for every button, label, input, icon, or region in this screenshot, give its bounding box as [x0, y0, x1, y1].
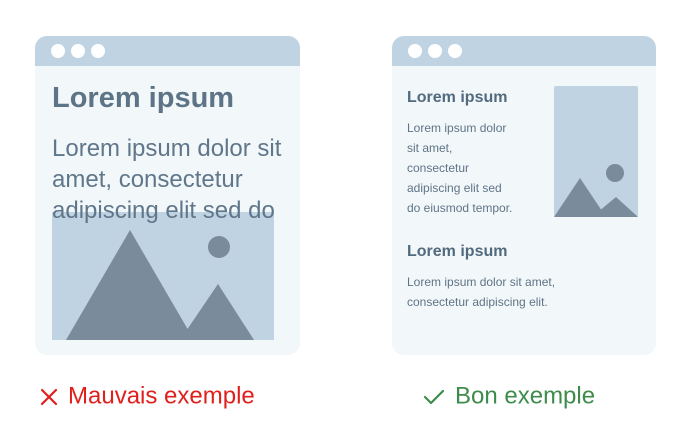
good-section1-body-line: consectetur: [407, 161, 470, 175]
window-dot-icon: [51, 44, 65, 58]
good-section2-body-line: Lorem ipsum dolor sit amet,: [407, 275, 556, 289]
good-example-caption: Bon exemple: [423, 382, 595, 411]
good-example-window: Lorem ipsum Lorem ipsum dolor sit amet, …: [392, 36, 656, 355]
bad-example-body: Lorem ipsum dolor sit amet, consectetur …: [52, 133, 300, 226]
bad-example-body-line: Lorem ipsum dolor sit: [52, 135, 282, 162]
bad-example-title: Lorem ipsum: [52, 82, 235, 114]
check-icon: [423, 389, 445, 404]
window-dot-icon: [408, 44, 422, 58]
good-section1-body-line: do eiusmod tempor.: [407, 201, 513, 215]
bad-example-body-line: adipiscing elit sed do: [52, 197, 275, 224]
bad-example-window: Lorem ipsum Lorem ipsum dolor sit amet, …: [35, 36, 300, 355]
window-dot-icon: [71, 44, 85, 58]
window-dot-icon: [448, 44, 462, 58]
bad-example-body-line: amet, consectetur: [52, 166, 243, 193]
good-section2-title: Lorem ipsum: [407, 243, 508, 260]
good-section1-body-line: sit amet,: [407, 141, 453, 155]
good-section2-body: Lorem ipsum dolor sit amet, consectetur …: [407, 272, 555, 312]
good-section1-body: Lorem ipsum dolor sit amet, consectetur …: [407, 118, 512, 218]
window-titlebar: [392, 36, 656, 66]
window-dot-icon: [428, 44, 442, 58]
bad-example-caption: Mauvais exemple: [40, 382, 255, 411]
window-dot-icon: [91, 44, 105, 58]
window-titlebar: [35, 36, 300, 66]
bad-example-caption-label: Mauvais exemple: [68, 382, 255, 410]
cross-icon: [40, 388, 58, 405]
good-section2-body-line: consectetur adipiscing elit.: [407, 295, 548, 309]
good-section1-body-line: Lorem ipsum dolor: [407, 121, 507, 135]
good-section1-body-line: adipiscing elit sed: [407, 181, 502, 195]
mountain-image-icon: [554, 86, 638, 217]
good-example-caption-label: Bon exemple: [455, 382, 596, 410]
mountain-image-icon: [52, 212, 274, 340]
good-section1-title: Lorem ipsum: [407, 89, 508, 106]
